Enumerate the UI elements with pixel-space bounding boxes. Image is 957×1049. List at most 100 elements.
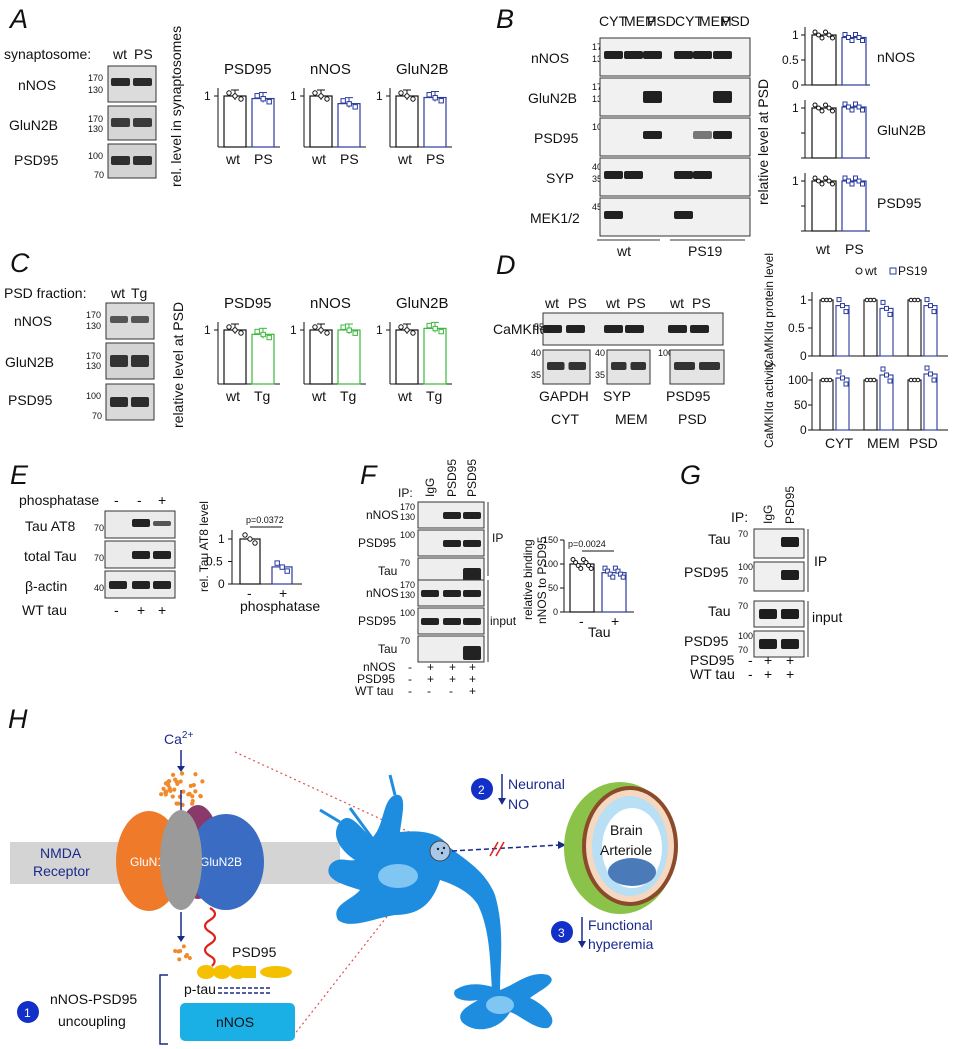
panel-d-activity-plot-point <box>880 366 886 372</box>
panel-f-pvalue: p=0.0024 <box>568 539 606 549</box>
svg-text:GluN2B: GluN2B <box>9 117 58 133</box>
panel-d-lane-label: wt <box>544 295 559 311</box>
svg-text:40: 40 <box>94 583 104 593</box>
svg-text:MEK1/2: MEK1/2 <box>530 210 580 226</box>
panel-e-bars-point <box>284 568 290 574</box>
panel-b-plot-1-point <box>846 104 851 110</box>
panel-a-plot-2-xtick: PS <box>426 151 445 167</box>
panel-b: B CYTMEMPSDCYTMEMPSDnNOS170130GluN2B1701… <box>496 4 926 259</box>
panel-b-lane-label: PSD <box>647 13 676 29</box>
panel-d-protein-plot-point <box>880 299 886 305</box>
calcium-dot <box>176 801 181 806</box>
panel-b-blots: CYTMEMPSDCYTMEMPSDnNOS170130GluN2B170130… <box>528 13 751 259</box>
panel-d-blot-label: CaMKIIα <box>493 321 548 337</box>
panel-a-plot-1-xtick: PS <box>340 151 359 167</box>
panel-a-ylabel: rel. level in synaptosomes <box>168 26 184 187</box>
panel-b-plot-2-point <box>812 175 818 181</box>
panel-e-bars-point <box>242 532 248 538</box>
panel-b-plot-1-point <box>823 102 828 108</box>
panel-d-activity-plot-point <box>931 377 937 383</box>
panel-a-plot-0-xtick: PS <box>254 151 273 167</box>
panel-c-plot-1-bar <box>337 329 361 385</box>
panel-f-bars-ytick: 100 <box>543 559 558 569</box>
panel-b-plot-1-point <box>812 102 818 108</box>
svg-text:70: 70 <box>738 645 748 655</box>
panel-b-lane-label: PSD <box>721 13 750 29</box>
panel-c-plot-1-xtick: wt <box>311 388 326 404</box>
panel-c-plot-2-bar <box>423 327 447 385</box>
calcium-dot <box>181 944 186 949</box>
panel-e-bars-point <box>274 560 280 566</box>
panel-d-activity-plot-bar <box>907 379 922 431</box>
calcium-dot <box>173 777 178 782</box>
panel-c-header: PSD fraction: <box>4 285 86 301</box>
panel-d-activity-plot-bar <box>863 379 878 431</box>
panel-a-plot-2-point <box>432 95 438 101</box>
panel-b-plot-0-point <box>849 38 855 43</box>
calcium-dot <box>190 794 195 799</box>
panel-f-lane-label: PSD95 <box>445 459 459 497</box>
svg-text:-: - <box>449 684 453 698</box>
panel-c-plot-1-point <box>346 327 352 333</box>
panel-d-lane-label: wt <box>669 295 684 311</box>
svg-text:35: 35 <box>531 370 541 380</box>
svg-text:PSD95: PSD95 <box>8 392 53 408</box>
calcium-dot <box>161 786 166 791</box>
calcium-dot <box>183 954 188 959</box>
panel-d-protein-plot-bar <box>907 299 922 357</box>
svg-text:100: 100 <box>658 348 673 358</box>
svg-text:-: - <box>114 492 119 508</box>
calcium-dot <box>181 789 186 794</box>
svg-text:100: 100 <box>88 151 103 161</box>
svg-text:170: 170 <box>86 351 101 361</box>
calcium-dot <box>177 957 182 962</box>
panel-b-plot-1-point <box>816 105 821 111</box>
svg-text:GluN2B: GluN2B <box>200 855 242 869</box>
svg-text:70: 70 <box>92 411 102 421</box>
svg-text:+: + <box>137 602 145 618</box>
panel-b-plot-0-ytick: 1 <box>792 28 799 42</box>
panel-d-protein-plot-ytick: 0 <box>800 349 807 363</box>
panel-a-lane-ps: PS <box>134 46 153 62</box>
svg-text:Receptor: Receptor <box>33 863 90 879</box>
panel-a-plot-0-point <box>260 96 266 102</box>
panel-d-protein-plot-point <box>924 297 930 303</box>
svg-text:Tau: Tau <box>378 642 397 656</box>
svg-text:SYP: SYP <box>546 170 574 186</box>
calcium-ions <box>159 771 205 807</box>
svg-text:100: 100 <box>400 530 415 540</box>
panel-f-ylabel-1: relative binding <box>521 539 535 620</box>
svg-text:1: 1 <box>24 1006 31 1020</box>
panel-a-plot-1-xtick: wt <box>311 151 326 167</box>
panel-c-plot-0-ytick: 1 <box>204 323 211 337</box>
svg-text:170: 170 <box>400 580 415 590</box>
panel-a-plot-1-title: nNOS <box>310 61 351 78</box>
svg-text:70: 70 <box>400 558 410 568</box>
panel-b-lane-label: MEM <box>624 13 657 29</box>
svg-text:45: 45 <box>592 202 602 212</box>
svg-text:GluN1: GluN1 <box>130 855 164 869</box>
panel-b-plot-0-point <box>842 32 848 37</box>
glun2b-subunit <box>188 814 264 910</box>
panel-d-activity-plot-point <box>924 365 930 371</box>
svg-text:+: + <box>469 672 476 686</box>
panel-a-plot-0-point <box>266 99 272 105</box>
panel-b-plot-1-bar <box>841 106 867 159</box>
panel-c-lane-wt: wt <box>110 285 125 301</box>
panel-f-bars-point <box>586 563 592 568</box>
svg-text:nNOS: nNOS <box>366 586 399 600</box>
panel-c-plot-2-xtick: Tg <box>426 388 442 404</box>
panel-f-bars-point <box>607 571 613 577</box>
panel-b-plot-0-ytick: 0 <box>792 78 799 92</box>
calcium-dot <box>187 956 192 961</box>
